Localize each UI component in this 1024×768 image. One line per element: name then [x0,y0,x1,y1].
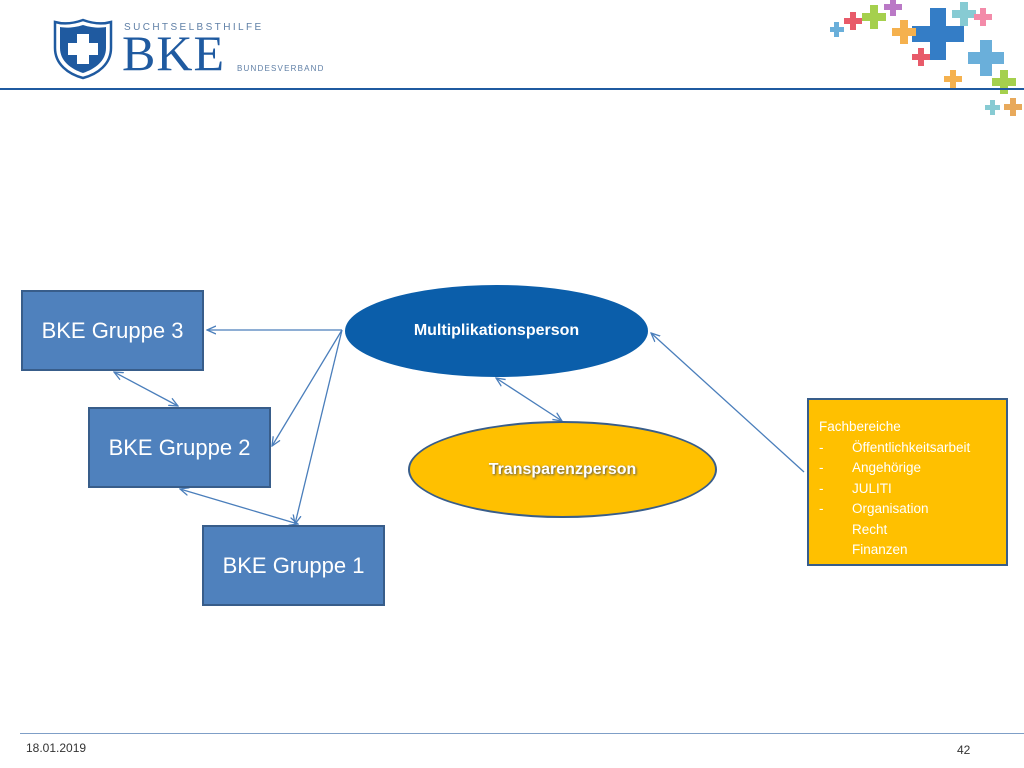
fachbereich-item: -JULITI [819,480,892,496]
fachbereich-item: -Recht [852,521,888,537]
arrow-multi-to-g1 [295,329,343,524]
arrow-g3-g2 [114,372,178,406]
fachbereich-item: -Öffentlichkeitsarbeit [819,439,971,455]
arrow-multi-trans [496,378,562,421]
group-2-box: BKE Gruppe 2 [88,407,271,488]
arrow-fach-to-multi [651,333,805,473]
logo-caption: BUNDESVERBAND [237,64,325,73]
decorative-crosses-icon [830,0,1022,116]
footer-date: 18.01.2019 [26,741,87,755]
logo-subtitle: SUCHTSELBSTHILFE [124,22,264,33]
group-3-box: BKE Gruppe 3 [21,290,204,371]
fachbereich-item: -Organisation [819,501,929,516]
transparenzperson-oval: Transparenzperson [408,421,717,518]
group-1-box: BKE Gruppe 1 [202,525,385,606]
header-divider [0,88,1024,90]
page-number: 42 [957,743,971,757]
fachbereiche-box: Fachbereiche -Öffentlichkeitsarbeit -Ang… [807,398,1008,566]
bke-shield-logo-icon [53,18,113,80]
fachbereich-item: -Finanzen [852,542,908,557]
arrow-g2-g1 [180,489,298,524]
fachbereiche-title: Fachbereiche [819,419,901,434]
fachbereich-item: -Angehörige [819,460,922,475]
multiplikationsperson-oval: Multiplikationsperson [345,285,648,377]
footer-divider [20,733,1024,734]
arrow-multi-to-g2 [272,329,343,446]
logo-title: BKE [122,25,225,81]
